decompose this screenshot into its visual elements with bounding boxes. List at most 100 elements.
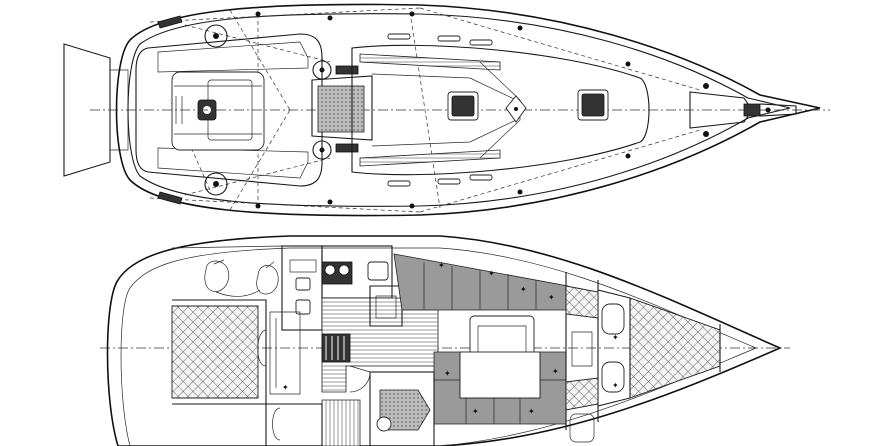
handrail-port: [359, 53, 501, 71]
cockpit-table: [171, 71, 265, 151]
stanchion: [517, 25, 523, 31]
forward-hatch-glass: [581, 93, 605, 117]
forward-cabin-locker-port: [601, 303, 625, 335]
bow-cleat-port: [703, 83, 709, 89]
winch-port-coachroof: [312, 60, 332, 80]
cockpit-seat-port: [157, 41, 309, 73]
rope-clutch-port: [335, 65, 359, 75]
cockpit-seat-starboard: [157, 147, 309, 179]
stowed-fender-2: [256, 265, 279, 295]
aft-heads-toilet: [376, 416, 392, 432]
heads-toilet: [295, 299, 311, 315]
forward-cabin-vee-berth: [629, 297, 721, 399]
stanchion: [409, 11, 415, 17]
rope-clutch-starboard: [335, 143, 359, 153]
hull-outline-interior: [106, 235, 783, 446]
portlight-s3: [469, 174, 493, 181]
stanchion: [327, 199, 333, 205]
saloon-settee-starboard-cells: [434, 379, 566, 424]
deck-plan-view: [63, 3, 830, 217]
portlight-s1: [387, 180, 411, 187]
winch-port-coachroof-drum: [319, 67, 325, 73]
coachroof: [351, 44, 650, 176]
saloon-hatch-glass: [451, 95, 475, 117]
rigging-diagonal-2: [409, 11, 441, 209]
bow-cleat-starboard: [703, 131, 709, 137]
cockpit-coaming: [135, 33, 323, 187]
cockpit-locker: [171, 245, 283, 300]
sole-hatch-marker: ✦: [528, 407, 535, 416]
forestay-fitting: [765, 107, 771, 113]
stanchion: [327, 15, 333, 21]
hull-side-locker-aft: [272, 407, 281, 441]
mast-center: [514, 107, 518, 111]
winch-starboard-coachroof: [312, 140, 332, 160]
sole-hatch-marker: ✦: [612, 333, 619, 342]
aft-cabin-divider: [172, 299, 267, 446]
aft-cabin-berth-port: [171, 305, 259, 399]
heads-basin: [295, 277, 311, 291]
heads-shelf: [289, 259, 317, 273]
sole-hatch-marker: ✦: [548, 293, 555, 302]
swim-platform: [63, 43, 111, 177]
winch-starboard-coachroof-drum: [319, 147, 325, 153]
stove-burner-2: [338, 264, 350, 276]
stanchion: [517, 189, 523, 195]
sole-hatch-marker: ✦: [520, 285, 527, 294]
stowed-line: [213, 259, 275, 297]
sole-hatch-marker: ✦: [612, 381, 619, 390]
winch-port-aft-drum: [213, 33, 219, 39]
sole-hatch-marker: ✦: [444, 369, 451, 378]
aft-heads: [369, 371, 435, 446]
portlight-p3: [469, 39, 493, 46]
bulkhead-lockers: [565, 285, 599, 319]
saloon-settee-port: [393, 253, 569, 311]
windlass: [743, 103, 761, 117]
stowed-fender-1: [204, 260, 230, 292]
stanchion: [409, 203, 415, 209]
hull-inner-line: [120, 247, 757, 446]
nav-station: [369, 285, 403, 327]
portlight-p1: [387, 33, 411, 40]
stanchion: [255, 203, 261, 209]
portlight-s2: [437, 178, 461, 185]
sole-hatch-marker: ✦: [282, 383, 289, 392]
bulkhead-lockers-lower: [565, 377, 599, 411]
stanchions: [255, 11, 631, 209]
stanchion: [625, 153, 631, 159]
stern-cleat-starboard: [157, 191, 183, 205]
forward-cabin-locker-starboard: [601, 361, 625, 393]
interior-layout-view: ✦ ✦ ✦ ✦ ✦ ✦ ✦ ✦ ✦ ✦ ✦: [100, 235, 790, 446]
winch-starboard-aft-drum: [213, 181, 219, 187]
bow-roller: [759, 103, 797, 117]
winch-group: [204, 24, 332, 196]
forward-cabin-frame: [597, 289, 631, 407]
winch-starboard-aft: [204, 172, 228, 196]
sole-hatch-marker: ✦: [438, 261, 445, 270]
quarter-berth-frame: [269, 311, 301, 395]
companionway-hatch: [317, 85, 365, 133]
aft-heads-door: [349, 365, 371, 393]
portlight-p2: [437, 35, 461, 42]
stanchion: [625, 61, 631, 67]
port-aft-locker: [321, 399, 361, 446]
sole-hatch-marker: ✦: [488, 269, 495, 278]
portlights: [387, 33, 493, 187]
sole-hatch-marker: ✦: [472, 407, 479, 416]
bulkhead-door: [571, 331, 593, 367]
stove-burner-1: [324, 264, 336, 276]
winch-port-aft: [204, 24, 228, 48]
hull-outline-deck: [115, 3, 821, 217]
nav-seat: [375, 295, 397, 319]
sole-hatch-marker: ✦: [552, 367, 559, 376]
toe-rail: [127, 13, 791, 207]
stern-cleat-port: [157, 15, 183, 29]
companionway-steps: [321, 333, 351, 363]
handrail-starboard: [359, 149, 501, 167]
stanchion: [255, 11, 261, 17]
saloon-settee-port-cells: [423, 262, 537, 310]
saloon-table-cutout: [459, 351, 541, 399]
cockpit-sole-lines: [174, 85, 262, 135]
galley-sink: [367, 261, 389, 281]
